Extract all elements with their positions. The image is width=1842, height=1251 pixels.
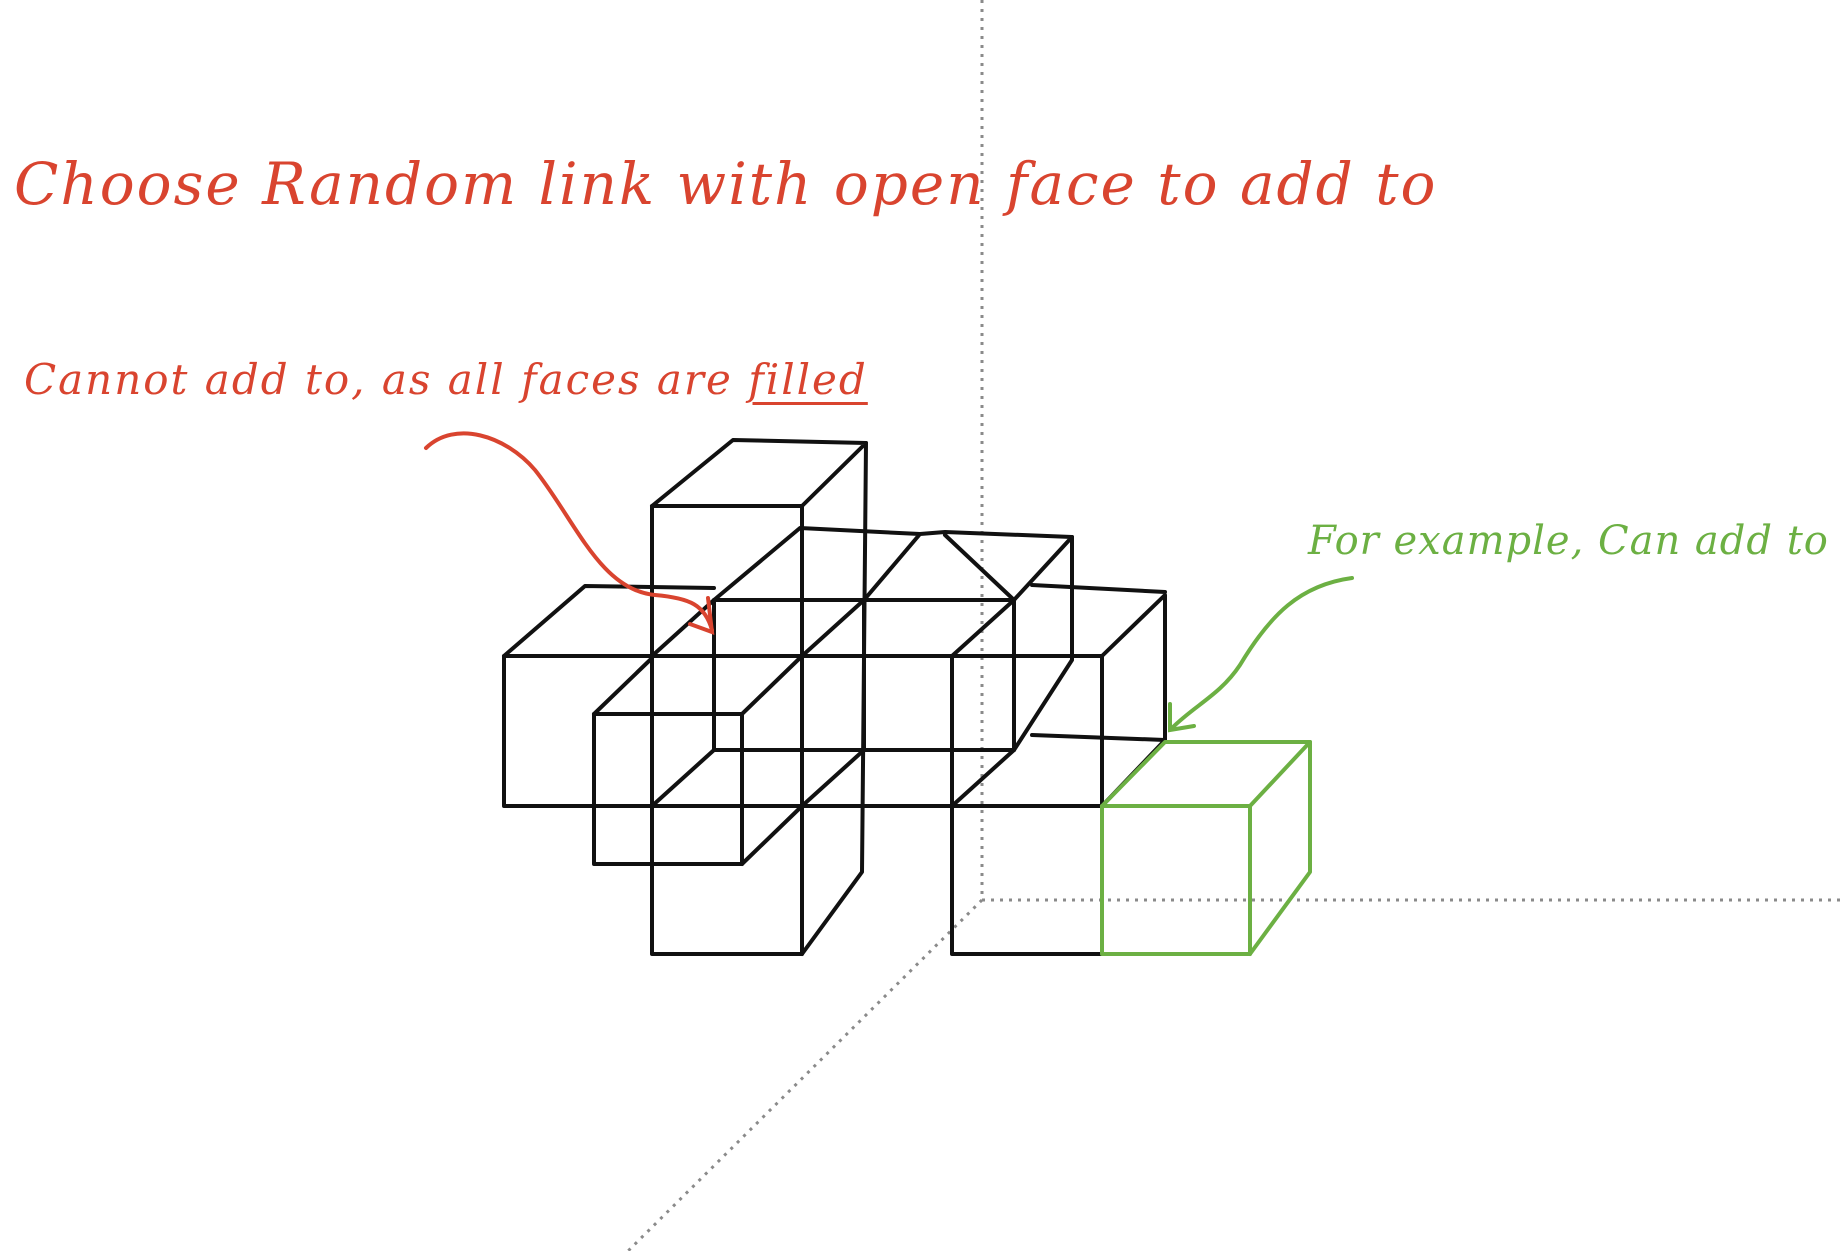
small-cube-top	[592, 654, 804, 716]
depth-axis	[626, 898, 984, 1251]
green-cube	[1100, 740, 1312, 956]
green-cube-front	[1100, 804, 1252, 956]
green-cube-top	[1100, 740, 1312, 808]
red-annotation-emphasis: filled	[748, 355, 868, 404]
tall-column-front	[650, 504, 804, 956]
cube-cluster	[502, 438, 1167, 956]
red-arrow-shaft	[424, 431, 714, 632]
back-cube-b	[862, 598, 1016, 752]
red-annotation: Cannot add to, as all faces are filled	[24, 355, 868, 404]
red-arrow	[424, 431, 715, 635]
back-row-top	[712, 526, 1074, 602]
green-arrow-head	[1168, 702, 1196, 733]
red-annotation-text: Cannot add to, as all faces are	[24, 355, 749, 404]
back-row-side	[1012, 535, 1074, 752]
bottom-right-column	[950, 804, 1104, 956]
left-cube-top	[502, 584, 716, 658]
middle-row-diagonals	[650, 583, 1167, 808]
red-arrow-head	[688, 596, 715, 635]
small-cube-diagonals	[650, 748, 866, 866]
tall-column-top	[650, 438, 868, 508]
green-arrow-shaft	[1170, 576, 1354, 730]
green-arrow	[1168, 576, 1354, 733]
green-annotation: For example, Can add to	[1308, 518, 1829, 564]
bottom-right-column-top	[950, 733, 1167, 808]
small-cube-front	[592, 712, 744, 866]
green-cube-side	[1248, 740, 1312, 956]
title-annotation: Choose Random link with open face to add…	[14, 150, 1438, 218]
middle-row-front	[650, 654, 1104, 808]
tall-column-side	[800, 441, 868, 956]
